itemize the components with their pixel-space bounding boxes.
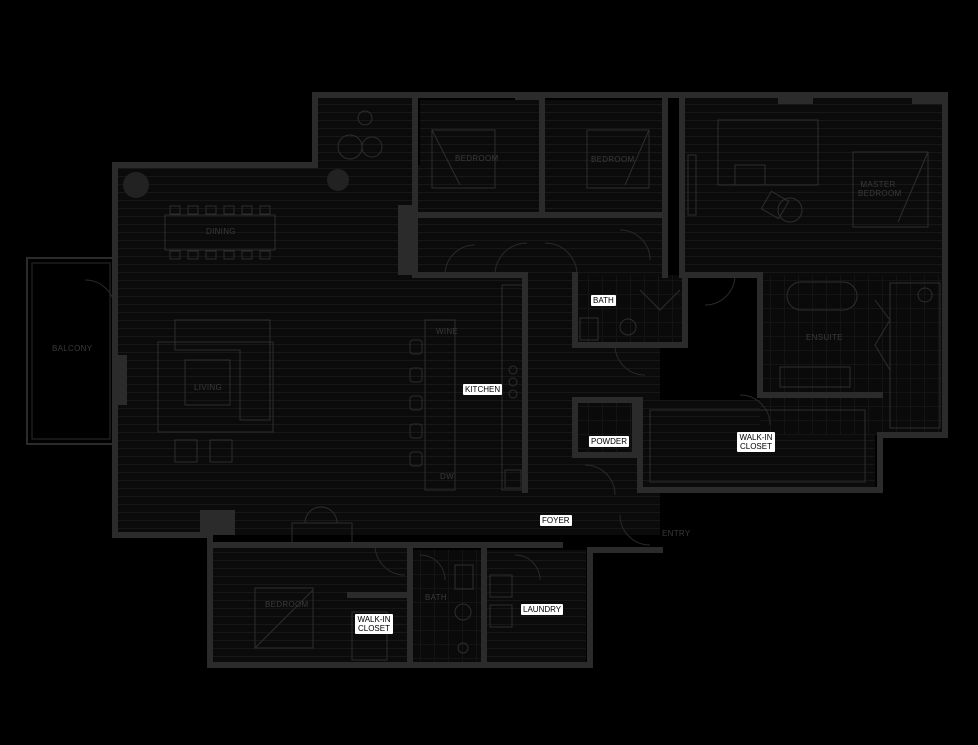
room-label-living: LIVING <box>194 383 223 392</box>
room-tag-walk-in-closet-small: WALK-IN CLOSET <box>355 614 393 634</box>
area-rug <box>157 341 274 433</box>
furniture <box>123 110 941 661</box>
wall-accents <box>113 92 942 535</box>
floor-bedroom-1 <box>420 100 542 215</box>
bar-stools <box>409 339 423 467</box>
bed-1 <box>431 129 496 189</box>
bed-2 <box>586 129 650 189</box>
plant-pot <box>123 172 149 198</box>
room-tag-kitchen: KITCHEN <box>463 384 503 395</box>
room-tag-foyer: FOYER <box>540 515 572 526</box>
dining-table <box>164 214 276 251</box>
floor-hall <box>420 215 665 275</box>
door-swings <box>84 229 771 581</box>
walls <box>112 92 948 668</box>
room-tag-powder: POWDER <box>589 436 629 447</box>
room-label-dining: DINING <box>206 227 236 236</box>
room-label-bedroom-1: BEDROOM <box>455 154 499 163</box>
room-tag-laundry: LAUNDRY <box>521 604 564 615</box>
floor-bath-lower <box>412 550 484 665</box>
master-bed <box>852 151 929 228</box>
plant-pot <box>327 169 349 191</box>
kitchen-island <box>424 319 456 491</box>
room-label-bath-lower: BATH <box>425 593 447 602</box>
room-label-bedroom-2: BEDROOM <box>591 155 635 164</box>
bathtub <box>786 281 858 311</box>
coffee-table <box>184 359 231 406</box>
dining-chairs <box>169 205 271 260</box>
floor-bath-main <box>575 275 685 345</box>
label-wine: WINE <box>436 327 459 336</box>
label-dw: DW <box>440 472 454 481</box>
room-label-entry: ENTRY <box>662 529 691 538</box>
sofa <box>174 319 271 421</box>
room-label-bedroom-3: BEDROOM <box>265 600 309 609</box>
floor-dining-upper <box>315 95 415 175</box>
master-sofa <box>717 119 819 186</box>
floor-bedroom-2 <box>545 100 663 215</box>
floor-ensuite <box>760 275 945 435</box>
room-label-master-bedroom: MASTER BEDROOM <box>858 180 902 198</box>
bed-3 <box>254 587 314 649</box>
room-label-ensuite: ENSUITE <box>806 333 843 342</box>
room-tag-walk-in-closet-master: WALK-IN CLOSET <box>737 432 775 452</box>
room-tag-bath: BATH <box>591 295 616 306</box>
room-label-balcony: BALCONY <box>52 344 93 353</box>
floor-bedroom-3 <box>212 545 412 665</box>
